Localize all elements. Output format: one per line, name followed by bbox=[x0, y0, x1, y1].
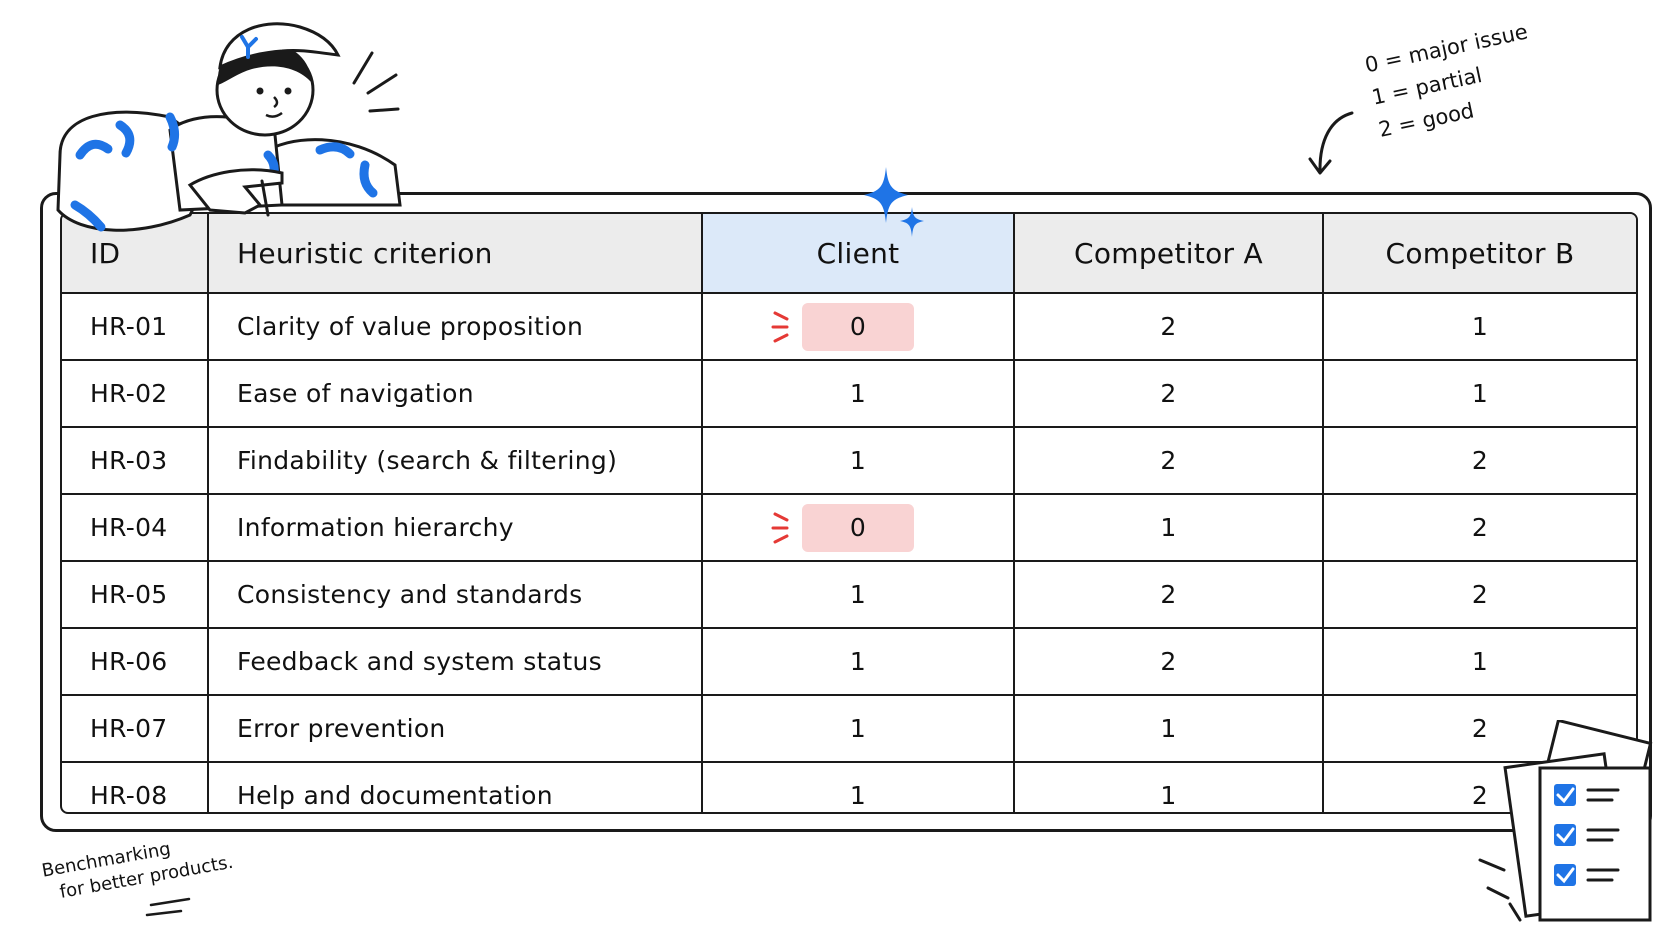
competitor-b-score: 1 bbox=[1322, 292, 1636, 361]
competitor-a-score: 2 bbox=[1013, 292, 1324, 361]
arrow-icon bbox=[1308, 111, 1354, 175]
checklist-icon bbox=[1478, 720, 1653, 922]
client-score: 1 bbox=[701, 761, 1015, 812]
row-criterion: Error prevention bbox=[207, 694, 703, 763]
row-id: HR-05 bbox=[62, 560, 209, 629]
row-id: HR-03 bbox=[62, 426, 209, 495]
competitor-a-score: 1 bbox=[1013, 493, 1324, 562]
character-illustration bbox=[56, 22, 402, 232]
row-id: HR-08 bbox=[62, 761, 209, 812]
table-outer-frame bbox=[40, 192, 1652, 832]
heuristic-table: ID Heuristic criterion Client Competitor… bbox=[62, 214, 1636, 812]
row-id: HR-04 bbox=[62, 493, 209, 562]
table-row: HR-03 Findability (search & filtering) 1… bbox=[62, 426, 1636, 495]
alert-icon bbox=[771, 311, 789, 342]
client-score: 1 bbox=[701, 560, 1015, 629]
score-legend: 0 = major issue 1 = partial 2 = good bbox=[1362, 0, 1637, 147]
row-criterion: Help and documentation bbox=[207, 761, 703, 812]
competitor-b-score: 2 bbox=[1322, 493, 1636, 562]
table-row: HR-04 Information hierarchy 0 1 2 bbox=[62, 493, 1636, 562]
client-score: 1 bbox=[701, 426, 1015, 495]
row-criterion: Feedback and system status bbox=[207, 627, 703, 696]
competitor-a-score: 2 bbox=[1013, 627, 1324, 696]
table-row: HR-02 Ease of navigation 1 2 1 bbox=[62, 359, 1636, 428]
row-id: HR-01 bbox=[62, 292, 209, 361]
row-id: HR-06 bbox=[62, 627, 209, 696]
competitor-b-score: 1 bbox=[1322, 627, 1636, 696]
competitor-a-score: 1 bbox=[1013, 761, 1324, 812]
competitor-a-score: 2 bbox=[1013, 560, 1324, 629]
table-row: HR-05 Consistency and standards 1 2 2 bbox=[62, 560, 1636, 629]
row-criterion: Ease of navigation bbox=[207, 359, 703, 428]
competitor-b-score: 2 bbox=[1322, 560, 1636, 629]
sparkle-icon bbox=[864, 167, 924, 237]
underline-strokes bbox=[145, 897, 191, 917]
table-row: HR-08 Help and documentation 1 1 2 bbox=[62, 761, 1636, 812]
row-id: HR-02 bbox=[62, 359, 209, 428]
client-score-cell: 0 bbox=[701, 493, 1015, 562]
table-row: HR-07 Error prevention 1 1 2 bbox=[62, 694, 1636, 763]
issue-highlight: 0 bbox=[802, 503, 914, 552]
row-id: HR-07 bbox=[62, 694, 209, 763]
competitor-a-score: 1 bbox=[1013, 694, 1324, 763]
competitor-b-score: 1 bbox=[1322, 359, 1636, 428]
client-score: 1 bbox=[701, 627, 1015, 696]
header-client: Client bbox=[701, 214, 1015, 294]
client-score-cell: 0 bbox=[701, 292, 1015, 361]
client-score: 1 bbox=[701, 694, 1015, 763]
heuristic-table-container: ID Heuristic criterion Client Competitor… bbox=[60, 212, 1638, 814]
header-competitor-b: Competitor B bbox=[1322, 214, 1636, 294]
header-competitor-a: Competitor A bbox=[1013, 214, 1324, 294]
row-criterion: Consistency and standards bbox=[207, 560, 703, 629]
competitor-a-score: 2 bbox=[1013, 426, 1324, 495]
row-criterion: Information hierarchy bbox=[207, 493, 703, 562]
table-row: HR-06 Feedback and system status 1 2 1 bbox=[62, 627, 1636, 696]
client-score: 1 bbox=[701, 359, 1015, 428]
competitor-b-score: 2 bbox=[1322, 426, 1636, 495]
row-criterion: Findability (search & filtering) bbox=[207, 426, 703, 495]
motion-lines-icon bbox=[352, 51, 400, 113]
header-criterion: Heuristic criterion bbox=[207, 214, 703, 294]
issue-highlight: 0 bbox=[802, 302, 914, 351]
table-row: HR-01 Clarity of value proposition 0 2 1 bbox=[62, 292, 1636, 361]
alert-icon bbox=[771, 512, 789, 543]
row-criterion: Clarity of value proposition bbox=[207, 292, 703, 361]
competitor-a-score: 2 bbox=[1013, 359, 1324, 428]
